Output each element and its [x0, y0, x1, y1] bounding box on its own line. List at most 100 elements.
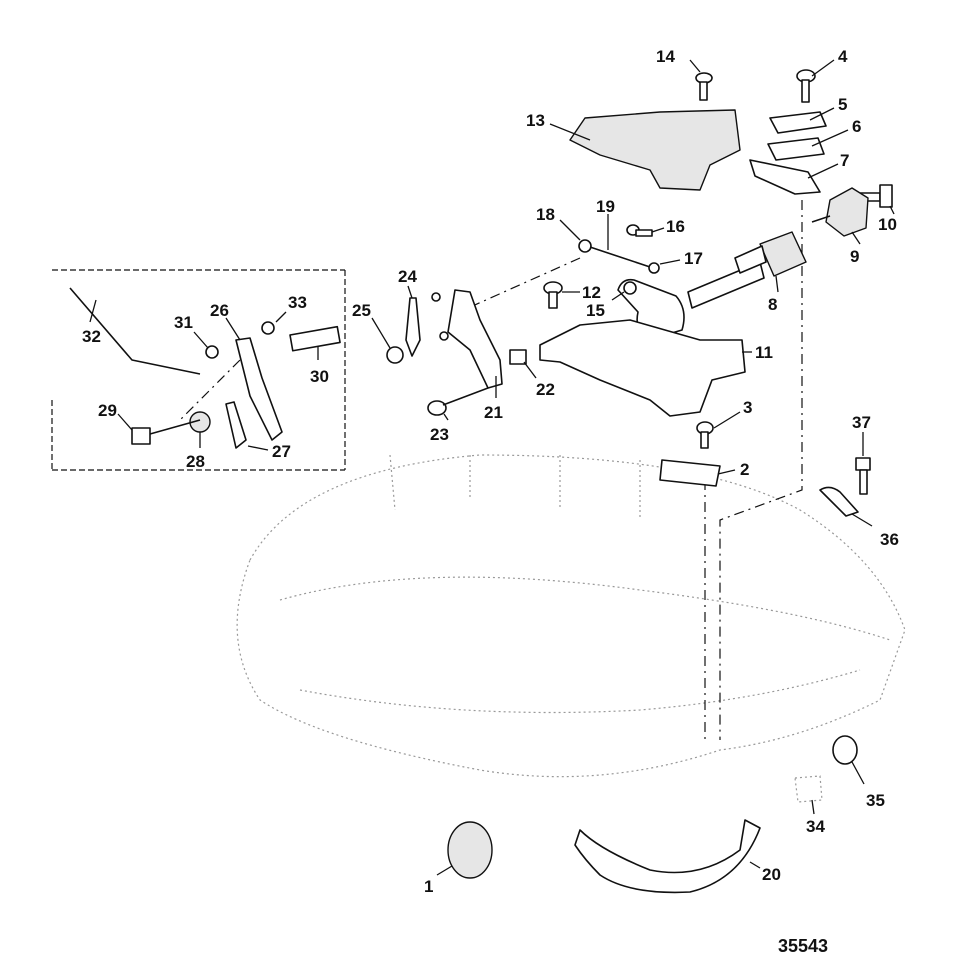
part-30-sleeve: [289, 325, 341, 352]
callout-27: 27: [247, 442, 291, 461]
part-32-shift-rod: [69, 287, 201, 375]
callout-14: 14: [656, 47, 701, 73]
part-26-shift-arm: [235, 337, 283, 441]
svg-text:27: 27: [272, 442, 291, 461]
callout-23: 23: [430, 413, 449, 444]
callout-5: 5: [809, 95, 847, 121]
callout-32: 32: [82, 299, 101, 346]
svg-text:25: 25: [352, 301, 371, 320]
svg-text:5: 5: [838, 95, 847, 114]
callout-1: 1: [424, 865, 453, 896]
callout-9: 9: [850, 231, 861, 266]
svg-text:1: 1: [424, 877, 433, 896]
callout-30: 30: [310, 346, 329, 386]
part-5-plate: [769, 111, 827, 134]
callout-7: 7: [807, 151, 849, 179]
part-20-lower-pan: [574, 819, 761, 894]
callout-37: 37: [852, 413, 871, 456]
figure-number: 35543: [778, 936, 828, 956]
callout-19: 19: [596, 197, 615, 250]
svg-text:32: 32: [82, 327, 101, 346]
alignment-lines: [179, 200, 803, 740]
part-33-nut: [261, 321, 275, 335]
svg-text:30: 30: [310, 367, 329, 386]
callout-28: 28: [186, 432, 205, 471]
callout-3: 3: [713, 398, 752, 429]
part-12-bolt: [543, 281, 563, 309]
svg-text:24: 24: [398, 267, 417, 286]
svg-text:14: 14: [656, 47, 675, 66]
callout-20: 20: [749, 861, 781, 884]
svg-text:22: 22: [536, 380, 555, 399]
part-23-bolt: [427, 387, 489, 416]
callout-2: 2: [717, 460, 749, 479]
svg-text:33: 33: [288, 293, 307, 312]
svg-text:3: 3: [743, 398, 752, 417]
svg-text:19: 19: [596, 197, 615, 216]
part-4-screw: [796, 69, 816, 103]
part-7-bracket: [749, 159, 821, 195]
svg-text:12: 12: [582, 283, 601, 302]
svg-text:18: 18: [536, 205, 555, 224]
callout-31: 31: [174, 313, 209, 349]
callout-13: 13: [526, 111, 591, 141]
svg-text:2: 2: [740, 460, 749, 479]
part-21-shift-lever: [447, 289, 503, 389]
part-9-cam: [825, 187, 869, 237]
svg-text:31: 31: [174, 313, 193, 332]
part-36-clamp: [819, 486, 859, 517]
part-35-plug: [832, 735, 858, 765]
part-29-bolt: [131, 419, 201, 445]
svg-text:29: 29: [98, 401, 117, 420]
part-24-lever: [405, 297, 421, 357]
part-8-cable-fitting: [687, 231, 807, 309]
part-2-plate: [659, 459, 721, 487]
svg-text:36: 36: [880, 530, 899, 549]
part-6-plate: [767, 137, 825, 161]
callout-34: 34: [806, 799, 825, 836]
part-25-nut: [386, 346, 404, 364]
callout-10: 10: [878, 205, 897, 234]
svg-text:6: 6: [852, 117, 861, 136]
part-27-lever: [225, 401, 247, 449]
inset-frame: [51, 269, 346, 471]
svg-text:7: 7: [840, 151, 849, 170]
callout-33: 33: [275, 293, 307, 323]
part-37-screw: [855, 457, 871, 495]
svg-text:28: 28: [186, 452, 205, 471]
svg-text:16: 16: [666, 217, 685, 236]
callout-4: 4: [811, 47, 848, 77]
svg-text:23: 23: [430, 425, 449, 444]
part-22-bushing: [509, 349, 527, 365]
svg-text:20: 20: [762, 865, 781, 884]
svg-text:9: 9: [850, 247, 859, 266]
callout-12: 12: [562, 283, 601, 302]
svg-text:34: 34: [806, 817, 825, 836]
callout-36: 36: [851, 513, 899, 549]
callout-11: 11: [742, 343, 773, 362]
part-13-cover: [569, 109, 741, 191]
callout-21: 21: [484, 376, 503, 422]
svg-text:4: 4: [838, 47, 848, 66]
part-34-clip: [794, 775, 823, 803]
callout-26: 26: [210, 301, 241, 341]
part-16-screw: [626, 224, 653, 237]
part-1-grommet: [447, 821, 493, 879]
part-31-clip: [205, 345, 219, 359]
svg-text:26: 26: [210, 301, 229, 320]
callout-15: 15: [586, 291, 625, 320]
part-19-link-rod: [578, 239, 660, 274]
svg-text:17: 17: [684, 249, 703, 268]
ghost-cowl-outline: [236, 454, 906, 778]
callout-6: 6: [811, 117, 861, 147]
svg-text:8: 8: [768, 295, 777, 314]
callout-16: 16: [651, 217, 685, 236]
part-11-bracket: [539, 319, 746, 417]
part-14-screw: [695, 72, 713, 101]
svg-text:15: 15: [586, 301, 605, 320]
svg-text:11: 11: [755, 343, 773, 362]
callout-25: 25: [352, 301, 391, 349]
svg-text:10: 10: [878, 215, 897, 234]
callout-8: 8: [768, 275, 779, 314]
